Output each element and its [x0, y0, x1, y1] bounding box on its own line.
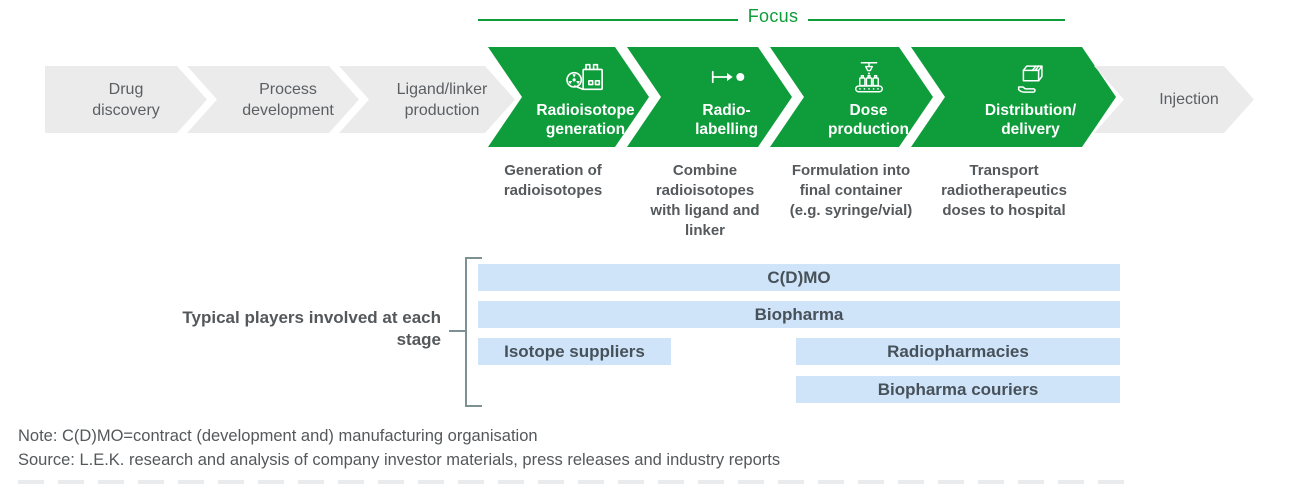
description-radioisotope-generation: Generation of radioisotopes	[503, 162, 603, 199]
vial-filling-machine-icon	[846, 56, 892, 96]
bar-cdmo: C(D)MO	[478, 264, 1120, 291]
stage-injection: Injection	[1094, 66, 1254, 133]
package-in-hand-icon	[1008, 56, 1054, 96]
source-text: Source: L.E.K. research and analysis of …	[18, 451, 781, 469]
stage-radio-labelling: Radio-labelling	[627, 47, 792, 147]
stage-distribution-delivery: Distribution/delivery	[911, 47, 1116, 147]
stage-label: Drug discovery	[92, 80, 160, 119]
stage-label: Ligand/linker production	[396, 80, 488, 119]
bracket-tick	[449, 330, 465, 332]
arrow-to-dot-icon	[704, 56, 750, 96]
bracket-top	[465, 257, 482, 259]
stage-label: Process development	[242, 80, 334, 119]
focus-line-left	[478, 19, 738, 21]
note-text: Note: C(D)MO=contract (development and) …	[18, 427, 538, 445]
stage-label: Radio-labelling	[695, 101, 758, 138]
description-distribution-delivery: Transport radiotherapeutics doses to hos…	[941, 162, 1067, 219]
radioisotope-factory-icon	[563, 56, 609, 96]
stage-drug-discovery: Drug discovery	[45, 66, 207, 133]
bracket-bottom	[465, 405, 482, 407]
stage-label: Distribution/delivery	[984, 101, 1077, 138]
stage-process-development: Process development	[187, 66, 359, 133]
stage-label: Injection	[1159, 91, 1219, 108]
cutoff-text-line	[18, 480, 1133, 484]
players-label: Typical players involved at each stage	[182, 308, 441, 349]
bar-biopharma: Biopharma	[478, 301, 1120, 328]
focus-label: Focus	[747, 6, 799, 26]
bar-radiopharmacies: Radiopharmacies	[796, 338, 1120, 365]
stage-ligand-linker-production: Ligand/linker production	[339, 66, 515, 133]
bar-isotope-suppliers: Isotope suppliers	[478, 338, 671, 365]
bracket-line	[465, 257, 467, 407]
bar-biopharma-couriers: Biopharma couriers	[796, 376, 1120, 403]
description-radio-labelling: Combine radioisotopes with ligand and li…	[650, 162, 760, 239]
description-dose-production: Formulation into final container (e.g. s…	[789, 162, 913, 219]
focus-line-right	[808, 19, 1065, 21]
